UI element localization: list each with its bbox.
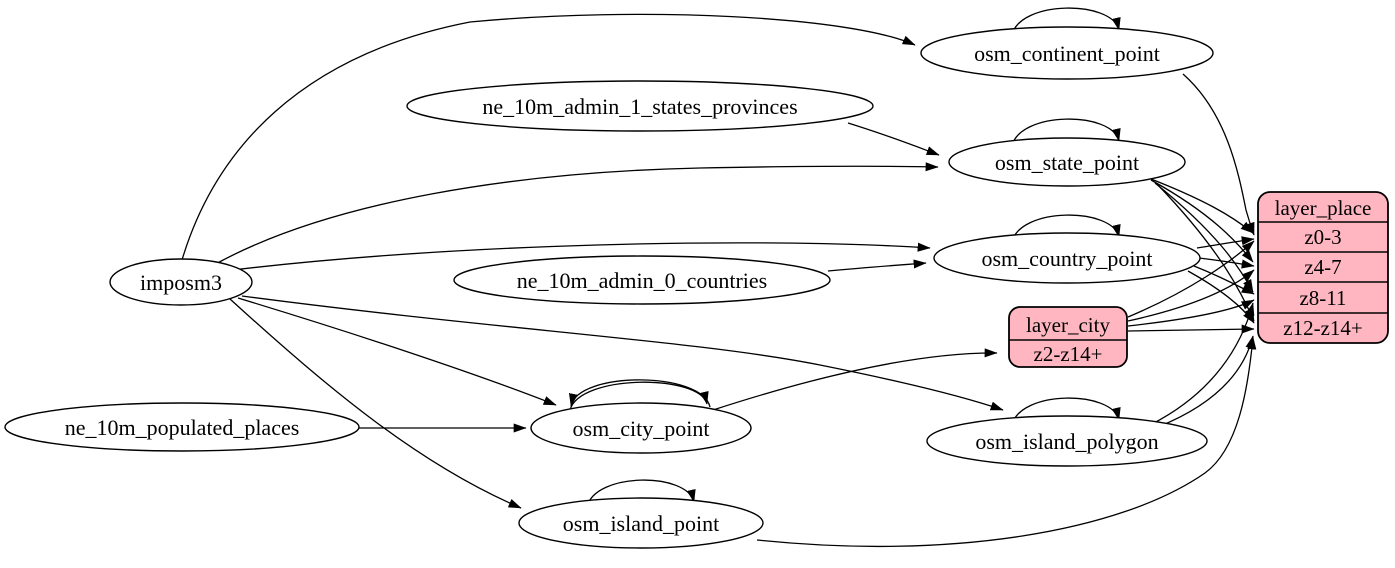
node-osm_continent_point-label: osm_continent_point — [974, 41, 1160, 66]
node-ne_10m_populated_places: ne_10m_populated_places — [4, 402, 360, 452]
selfloop-osm_island_polygon — [1011, 397, 1121, 426]
edge-osm_state_point-to-z4-7 — [1150, 179, 1254, 263]
edge-layer_city-to-z0-3 — [1127, 240, 1255, 318]
node-ne_10m_admin_1_states_provinces-shape — [406, 80, 874, 132]
node-osm_continent_point-shape — [920, 26, 1214, 80]
node-osm_state_point-label: osm_state_point — [995, 150, 1139, 175]
node-osm_city_point-label: osm_city_point — [573, 416, 710, 441]
node-osm_country_point: osm_country_point — [933, 232, 1201, 284]
node-ne_10m_admin_0_countries-label: ne_10m_admin_0_countries — [517, 268, 768, 293]
node-osm_island_point-label: osm_island_point — [563, 511, 719, 536]
node-osm_island_polygon: osm_island_polygon — [926, 415, 1208, 467]
node-imposm3: imposm3 — [109, 258, 253, 306]
layer_place-title: layer_place — [1275, 196, 1372, 220]
layer_city-row-z2-z14: z2-z14+ — [1034, 342, 1103, 366]
edge-osm_city_point-to-layer_city-z2 — [712, 348, 998, 411]
edge-imposm3-to-osm_island_point — [229, 298, 522, 509]
edge-osm_country_point-to-z12-z14 — [1187, 270, 1255, 324]
node-ne_10m_admin_1_states_provinces: ne_10m_admin_1_states_provinces — [406, 80, 874, 132]
node-osm_state_point-shape — [948, 137, 1186, 187]
layer_place-row-z8-11: z8-11 — [1299, 286, 1346, 310]
node-osm_island_point-shape — [518, 497, 764, 549]
node-ne_10m_populated_places-shape — [4, 402, 360, 452]
edge-osm_island_point-to-z12-z14 — [756, 336, 1257, 548]
layer_place-row-z4-7: z4-7 — [1304, 255, 1341, 279]
selfloop-osm_island_point — [586, 479, 696, 508]
edge-imposm3-to-osm_country_point — [215, 242, 931, 273]
selfloop-osm_state_point — [1011, 118, 1121, 147]
node-imposm3-label: imposm3 — [140, 270, 222, 295]
edge-ne_10m_admin_0_countries-to-osm_country_point — [827, 259, 927, 272]
selfloop-osm_continent_point — [1011, 7, 1121, 36]
edges — [181, 7, 1257, 548]
node-layer_city-shape — [1008, 306, 1128, 368]
selfloop-osm_city_point-b — [569, 379, 711, 408]
layer_place-row-z0-3: z0-3 — [1304, 225, 1341, 249]
edge-osm_island_polygon-to-z12-z14 — [1157, 335, 1255, 428]
node-layer_place: layer_place z0-3 z4-7 z8-11 z12-z14+ — [1257, 191, 1389, 344]
node-ne_10m_admin_0_countries: ne_10m_admin_0_countries — [453, 255, 831, 305]
edge-osm_island_polygon-to-z8-11 — [1151, 302, 1255, 425]
edge-layer_city-to-z4-7 — [1127, 269, 1255, 322]
node-ne_10m_admin_0_countries-shape — [453, 255, 831, 305]
edge-osm_country_point-to-z8-11 — [1193, 265, 1255, 295]
node-osm_country_point-shape — [933, 232, 1201, 284]
node-osm_state_point: osm_state_point — [948, 137, 1186, 187]
node-layer_place-shape — [1257, 191, 1389, 344]
edge-osm_state_point-to-z8-11 — [1154, 182, 1254, 293]
node-osm_city_point-shape — [530, 402, 752, 454]
selfloop-osm_country_point — [1011, 214, 1121, 243]
layer_city-title: layer_city — [1026, 313, 1110, 337]
node-osm_country_point-label: osm_country_point — [981, 246, 1152, 271]
edge-imposm3-to-osm_continent_point — [181, 13, 916, 261]
edge-osm_state_point-to-z0-3 — [1145, 176, 1254, 234]
node-osm_city_point: osm_city_point — [530, 402, 752, 454]
edge-osm_country_point-to-z4-7 — [1198, 257, 1255, 269]
node-ne_10m_admin_1_states_provinces-label: ne_10m_admin_1_states_provinces — [482, 94, 797, 119]
node-ne_10m_populated_places-label: ne_10m_populated_places — [65, 415, 300, 440]
edge-ne_10m_admin_1_states_provinces-to-osm_state_point — [847, 122, 940, 156]
node-osm_island_point: osm_island_point — [518, 497, 764, 549]
node-imposm3-shape — [109, 258, 253, 306]
edge-osm_continent_point-to-z0-3 — [1182, 73, 1255, 236]
node-osm_island_polygon-shape — [926, 415, 1208, 467]
edge-imposm3-to-osm_island_polygon — [241, 295, 1004, 411]
node-layer_city: layer_city z2-z14+ — [1008, 306, 1128, 368]
edge-imposm3-to-osm_state_point — [211, 162, 939, 267]
layer_place-row-z12-z14: z12-z14+ — [1283, 316, 1362, 340]
selfloop-osm_city_point-a — [569, 381, 709, 411]
node-osm_continent_point: osm_continent_point — [920, 26, 1214, 80]
edge-layer_city-to-z12-z14 — [1127, 324, 1255, 334]
edge-imposm3-to-osm_city_point — [237, 297, 557, 406]
edge-osm_country_point-to-z0-3 — [1196, 236, 1255, 249]
node-osm_island_polygon-label: osm_island_polygon — [975, 429, 1158, 454]
